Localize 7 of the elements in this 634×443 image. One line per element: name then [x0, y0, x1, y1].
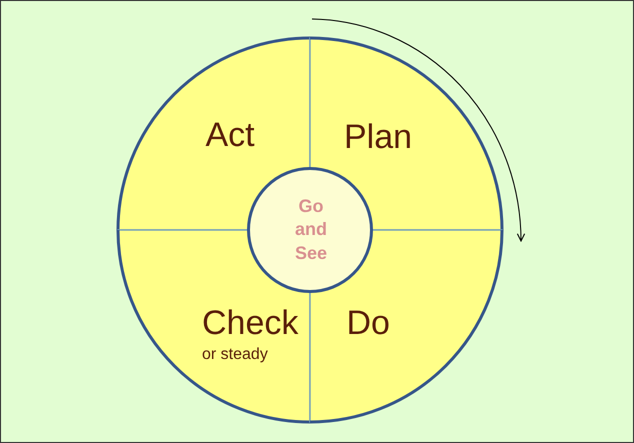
- phase-label: Plan: [344, 120, 412, 154]
- phase-label: Act: [206, 118, 255, 152]
- center-label: Go and See: [294, 195, 328, 265]
- phase-note: or steady: [202, 347, 268, 363]
- phase-label: Check: [202, 306, 298, 340]
- phase-label: Do: [346, 306, 390, 340]
- center-circle: [247, 167, 373, 293]
